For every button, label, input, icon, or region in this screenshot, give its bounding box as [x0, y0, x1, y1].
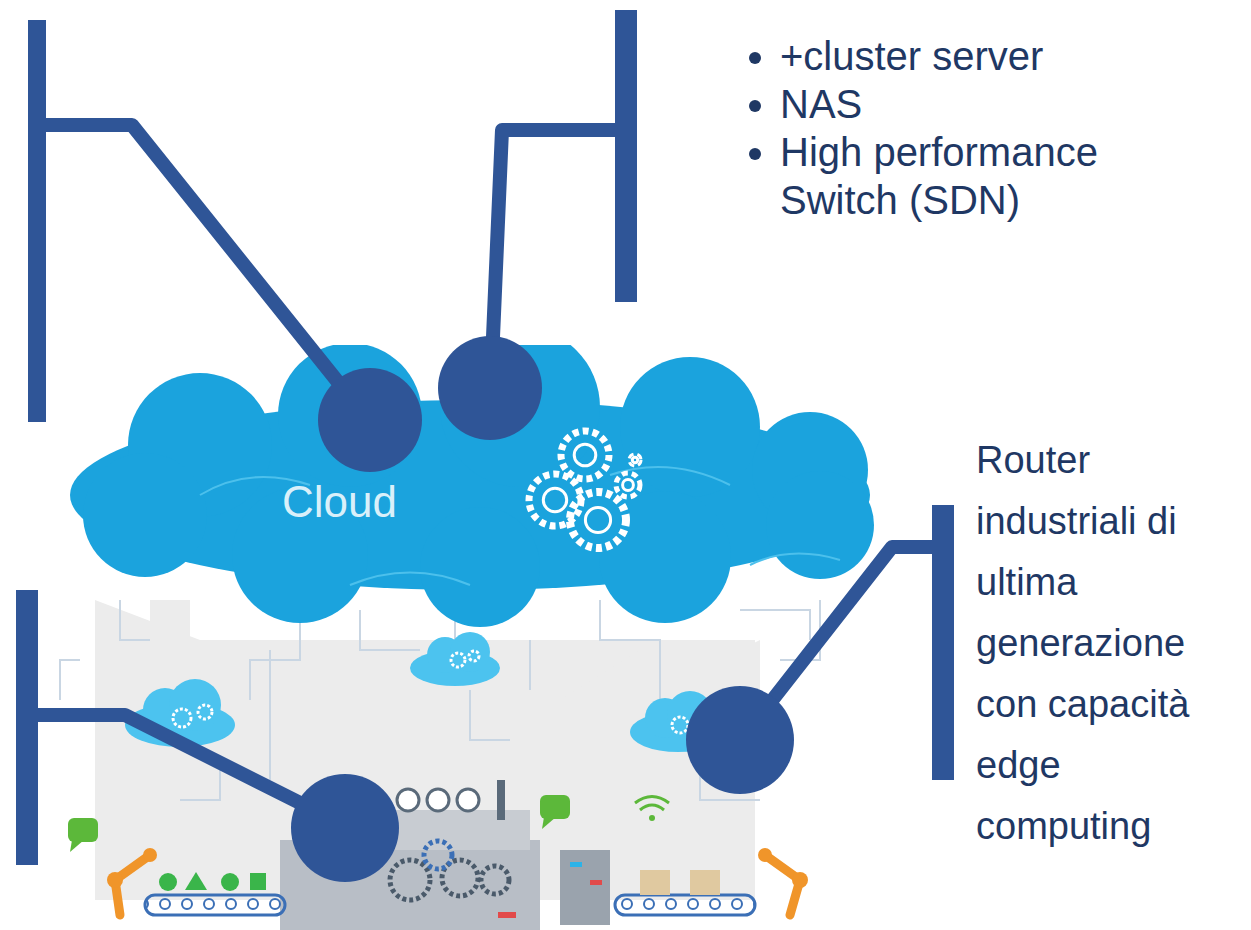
list-item: High performance Switch (SDN): [780, 128, 1160, 224]
hardware-list: +cluster serverNASHigh performance Switc…: [700, 32, 1160, 224]
callout-text: Router industriali di ultima generazione…: [976, 430, 1244, 857]
list-item: +cluster server: [780, 32, 1160, 80]
cloud-label: Cloud: [282, 477, 397, 527]
list-item: NAS: [780, 80, 1160, 128]
